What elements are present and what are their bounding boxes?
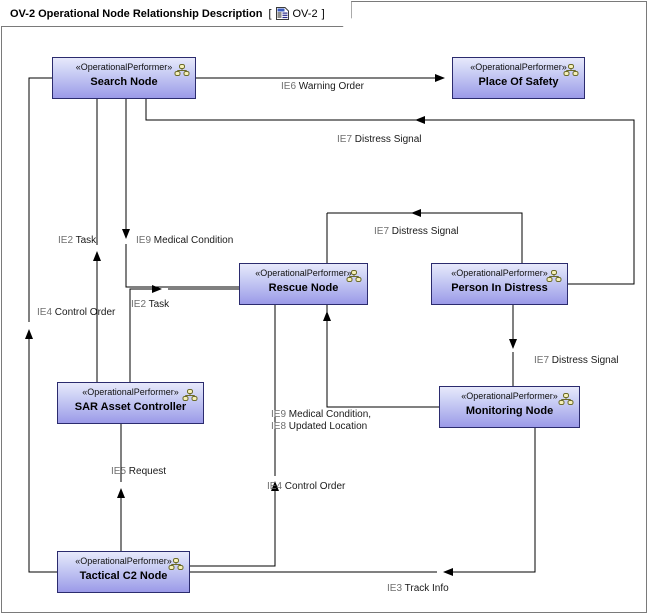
tag-bracket-close: ]: [321, 7, 325, 20]
edge-ie4-search: [25, 329, 57, 573]
node-label: Person In Distress: [451, 282, 548, 294]
node-sar-asset-controller[interactable]: «OperationalPerformer» SAR Asset Control…: [57, 382, 204, 424]
edge-prefix: IE9: [136, 235, 152, 246]
node-label: Place Of Safety: [478, 76, 559, 88]
edge-label-ie6: IE6 Warning Order: [281, 81, 364, 93]
edge-ie4-search-up: [28, 77, 52, 322]
edge-ie2-rescue: [129, 285, 162, 382]
page-title: OV-2 Operational Node Relationship Descr…: [10, 7, 263, 20]
operational-performer-icon: [174, 63, 190, 76]
tag-label: OV-2: [292, 7, 318, 20]
edge-label-ie3: IE3 Track Info: [387, 583, 449, 595]
edge-label-ie4-search: IE4 Control Order: [37, 307, 115, 319]
edge-prefix: IE7: [374, 226, 390, 237]
edge-label-line-2: IE8 Updated Location: [271, 421, 371, 433]
operational-performer-icon: [546, 269, 562, 282]
edge-text: Distress Signal: [391, 226, 459, 237]
edge-ie9-rescue-down: [125, 244, 239, 288]
node-tactical-c2-node[interactable]: «OperationalPerformer» Tactical C2 Node: [57, 551, 190, 593]
edge-label-ie7-monitoring: IE7 Distress Signal: [534, 355, 619, 367]
node-rescue-node[interactable]: «OperationalPerformer» Rescue Node: [239, 263, 368, 305]
edge-text-2: Updated Location: [288, 421, 368, 432]
node-person-in-distress[interactable]: «OperationalPerformer» Person In Distres…: [431, 263, 568, 305]
node-search-node[interactable]: «OperationalPerformer» Search Node: [52, 57, 196, 99]
edge-prefix: IE4: [267, 481, 283, 492]
operational-performer-icon: [558, 392, 574, 405]
edge-prefix: IE7: [337, 134, 353, 145]
edge-prefix: IE9: [271, 409, 287, 420]
edge-label-ie7-search: IE7 Distress Signal: [337, 134, 422, 146]
edge-text: Distress Signal: [354, 134, 422, 145]
edge-prefix: IE6: [281, 81, 297, 92]
edge-label-ie9-ie8: IE9 Medical Condition, IE8 Updated Locat…: [271, 409, 371, 433]
edge-prefix: IE2: [58, 235, 74, 246]
edge-text: Control Order: [54, 307, 116, 318]
operational-performer-icon: [346, 269, 362, 282]
edge-ie98: [323, 311, 439, 408]
edge-prefix: IE7: [534, 355, 550, 366]
edge-text: Request: [128, 466, 167, 477]
operational-performer-icon: [182, 388, 198, 401]
node-stereotype: «OperationalPerformer»: [451, 268, 548, 278]
diagram-icon: [276, 7, 289, 20]
node-stereotype: «OperationalPerformer»: [75, 556, 172, 566]
edge-label-ie5: IE5 Request: [111, 466, 166, 478]
edge-text: Task: [75, 235, 97, 246]
edge-prefix: IE4: [37, 307, 53, 318]
edge-text: Control Order: [284, 481, 346, 492]
node-label: Search Node: [90, 76, 158, 88]
edge-label-line-1: IE9 Medical Condition,: [271, 409, 371, 421]
edge-ie3: [443, 428, 536, 576]
edge-label-ie2-search: IE2 Task: [58, 235, 96, 247]
edge-text: Distress Signal: [551, 355, 619, 366]
node-label: SAR Asset Controller: [74, 401, 187, 413]
edge-label-ie4-rescue: IE4 Control Order: [267, 481, 345, 493]
edge-prefix-2: IE8: [271, 421, 287, 432]
node-stereotype: «OperationalPerformer»: [75, 62, 173, 72]
edge-text: Task: [148, 299, 170, 310]
edge-text: Track Info: [404, 583, 449, 594]
edge-prefix: IE3: [387, 583, 403, 594]
diagram-frame-tab: OV-2 Operational Node Relationship Descr…: [1, 1, 352, 27]
node-stereotype: «OperationalPerformer»: [255, 268, 352, 278]
node-stereotype: «OperationalPerformer»: [82, 387, 179, 397]
edge-text: Medical Condition,: [288, 409, 372, 420]
edge-ie4-rescue: [190, 481, 279, 567]
node-stereotype: «OperationalPerformer»: [461, 391, 558, 401]
edge-text: Warning Order: [298, 81, 365, 92]
node-place-of-safety[interactable]: «OperationalPerformer» Place Of Safety: [452, 57, 585, 99]
edge-label-ie2-rescue: IE2 Task: [131, 299, 169, 311]
edge-ie7-search: [145, 99, 635, 285]
diagram-tag: [ OV-2 ]: [268, 7, 324, 20]
operational-performer-icon: [168, 557, 184, 570]
node-label: Tactical C2 Node: [79, 570, 168, 582]
operational-performer-icon: [563, 63, 579, 76]
edge-prefix: IE5: [111, 466, 127, 477]
node-monitoring-node[interactable]: «OperationalPerformer» Monitoring Node: [439, 386, 580, 428]
edge-label-ie7-rescue: IE7 Distress Signal: [374, 226, 459, 238]
tag-bracket-open: [: [268, 7, 272, 20]
edge-label-ie9-rescue: IE9 Medical Condition: [136, 235, 233, 247]
edge-text: Medical Condition: [153, 235, 234, 246]
edge-prefix: IE2: [131, 299, 147, 310]
node-label: Monitoring Node: [465, 405, 554, 417]
edge-ie7-rescue: [327, 212, 523, 263]
node-label: Rescue Node: [268, 282, 339, 294]
node-stereotype: «OperationalPerformer»: [470, 62, 567, 72]
